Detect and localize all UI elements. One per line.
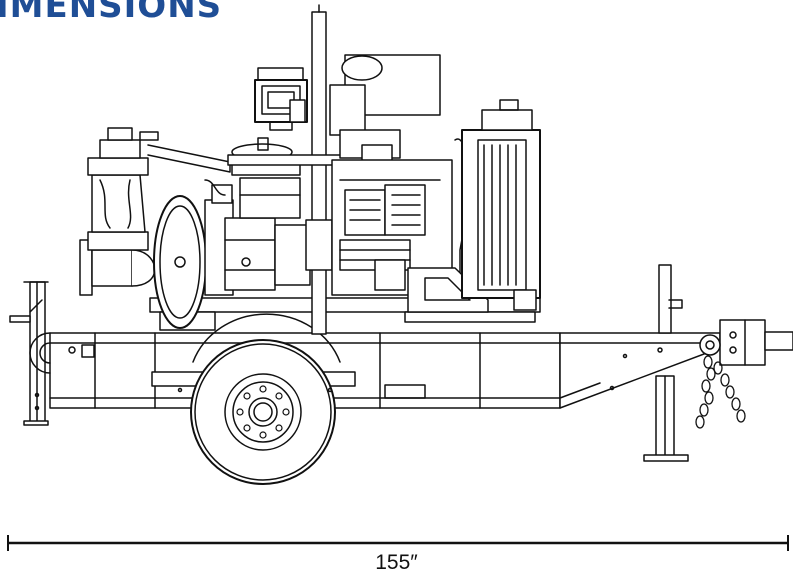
overall-length-dimension-line: [7, 535, 789, 551]
trailer-frame: [49, 332, 721, 409]
frame-details: [177, 347, 663, 393]
priming-system: [204, 137, 301, 219]
radiator: [461, 99, 541, 311]
safety-chain: [695, 355, 746, 429]
rear-fender: [29, 332, 95, 374]
control-panel: [254, 67, 308, 131]
trailer-wheel: [190, 313, 341, 485]
suction-discharge-pipe: [79, 127, 231, 296]
front-jack: [643, 264, 689, 462]
engine-block: [331, 138, 468, 296]
hitch: [699, 319, 793, 366]
pump-volute: [153, 184, 311, 329]
air-cleaner: [329, 54, 441, 168]
page-title: IMENSIONS: [0, 0, 223, 26]
overall-length-label: 155″: [375, 551, 418, 574]
engine-mount: [407, 267, 489, 313]
lifting-mast: [227, 4, 379, 335]
rear-jack-stand: [9, 281, 49, 426]
